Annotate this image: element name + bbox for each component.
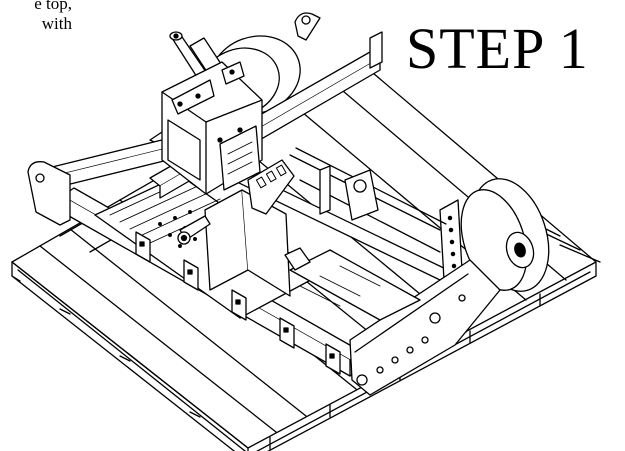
center-mechanism <box>177 147 447 321</box>
instruction-line-1: e top, <box>34 0 72 13</box>
gearbox-housing <box>161 61 263 195</box>
instruction-line-2: with <box>41 14 72 33</box>
step-heading: STEP 1 <box>406 16 589 81</box>
instruction-text-fragment: e top, with <box>0 0 72 34</box>
right-wheel-assembly <box>349 178 550 396</box>
